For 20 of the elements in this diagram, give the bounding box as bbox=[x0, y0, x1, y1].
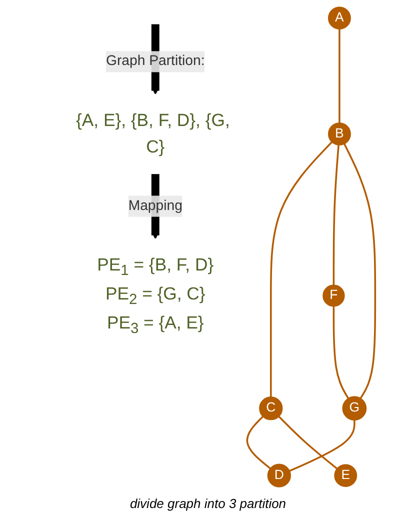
node-circle: D bbox=[267, 464, 291, 488]
connector bbox=[344, 143, 376, 399]
node-circle: B bbox=[328, 122, 351, 146]
node-circle: F bbox=[322, 284, 345, 307]
connector bbox=[338, 29, 340, 123]
connector bbox=[289, 420, 356, 472]
node-circle: G bbox=[342, 396, 367, 421]
connector bbox=[332, 144, 340, 286]
connector bbox=[332, 306, 350, 399]
connector bbox=[278, 416, 338, 470]
node-text: PE$_{1}$ = {B, F, D} PE$_{2}$ = {G, C} PE$_{3}$ = {A, E} bbox=[97, 256, 214, 337]
connector bbox=[246, 416, 271, 470]
node-circle: E bbox=[334, 464, 358, 488]
node-circle: A bbox=[328, 6, 351, 30]
note-text: divide graph into 3 partition bbox=[128, 495, 288, 513]
node-circle: C bbox=[259, 396, 283, 420]
node-text: {A, E}, {B, F, D}, {G, C} bbox=[76, 111, 230, 157]
edge-label: Graph Partition: bbox=[106, 54, 205, 69]
edge-label: Mapping bbox=[128, 198, 182, 214]
connector bbox=[270, 141, 333, 397]
